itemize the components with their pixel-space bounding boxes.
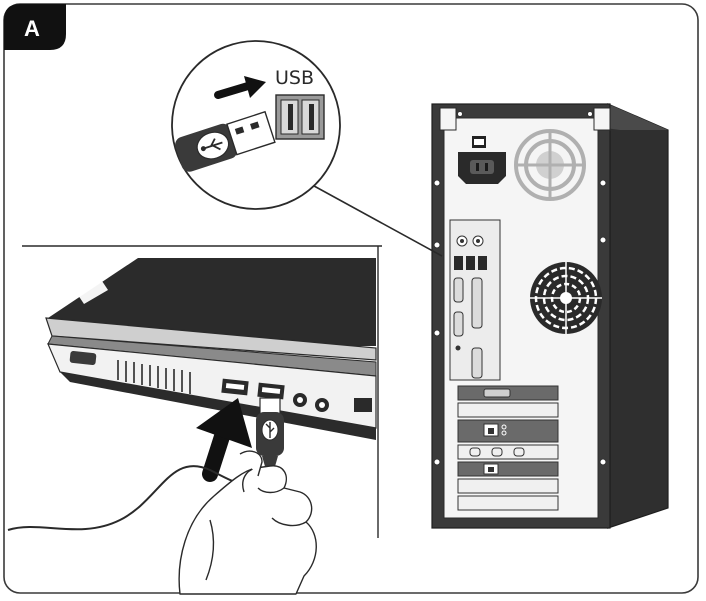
tower-usb-ports xyxy=(454,256,487,270)
laptop xyxy=(22,245,382,538)
arrow-icon xyxy=(214,76,266,99)
usb-plug-closeup xyxy=(175,110,276,172)
usb-callout: USB xyxy=(171,40,341,210)
laptop-usb-ports xyxy=(221,378,285,400)
step-label: A xyxy=(24,16,40,41)
callout-leader-line xyxy=(293,174,443,257)
step-badge: A xyxy=(4,4,66,50)
usb-icon xyxy=(196,131,230,160)
usb-label: USB xyxy=(275,67,314,89)
insert-arrow-icon xyxy=(196,398,252,482)
hand xyxy=(178,450,317,595)
usb-port-pair xyxy=(275,94,325,140)
usb-cable-plug xyxy=(256,397,284,470)
ethernet-port-icon xyxy=(483,423,507,437)
case-fan-grille xyxy=(530,262,602,334)
expansion-slots xyxy=(457,385,559,511)
laptop-vent xyxy=(117,360,191,394)
psu-fan-grille xyxy=(514,129,586,201)
desktop-tower xyxy=(431,103,669,529)
tower-screws xyxy=(433,111,607,466)
